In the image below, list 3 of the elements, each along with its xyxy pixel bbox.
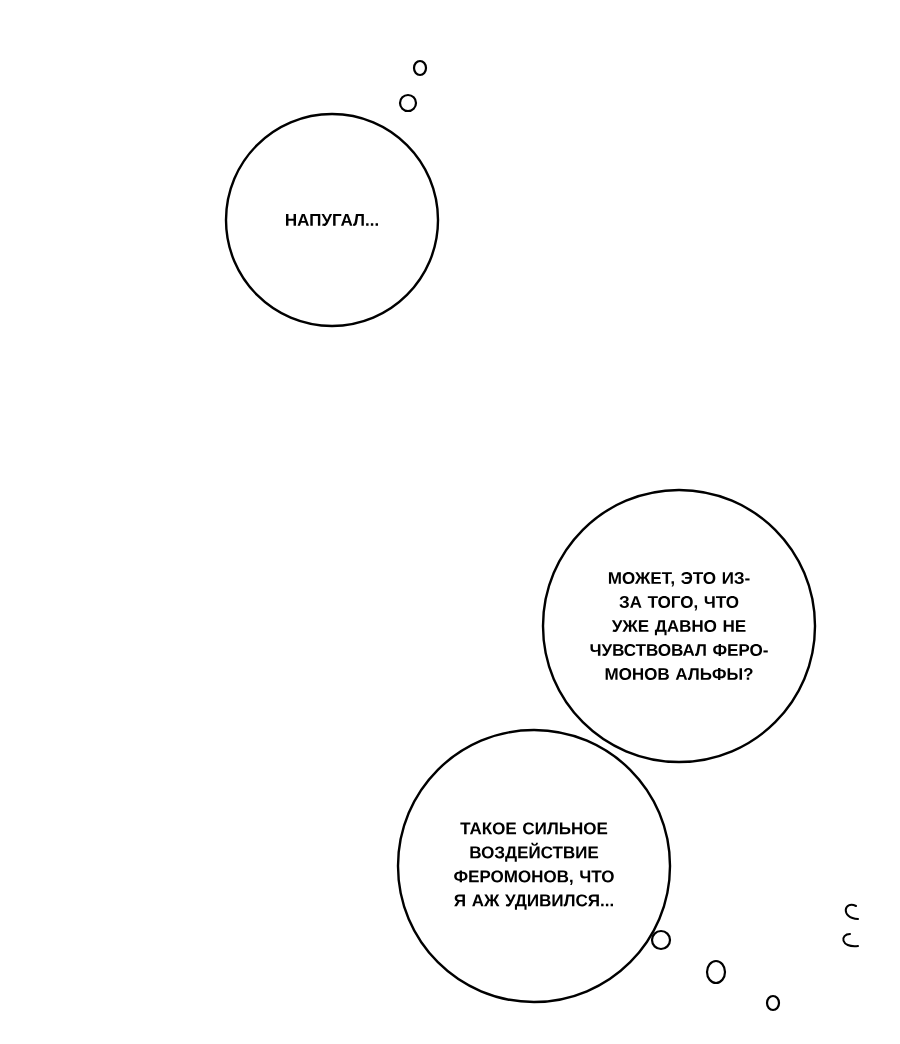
speech-bubble: НАПУГАЛ... xyxy=(224,112,440,328)
speech-bubble: МОЖЕТ, ЭТО ИЗ-ЗА ТОГО, ЧТО УЖЕ ДАВНО НЕ ЧУВСТВОВАЛ ФЕРО- МОНОВ АЛЬФЫ? xyxy=(541,488,817,764)
speech-bubble: ТАКОЕ СИЛЬНОЕ ВОЗДЕЙСТВИЕ ФЕРОМОНОВ, ЧТО Я АЖ УДИВИЛСЯ... xyxy=(396,728,672,1004)
